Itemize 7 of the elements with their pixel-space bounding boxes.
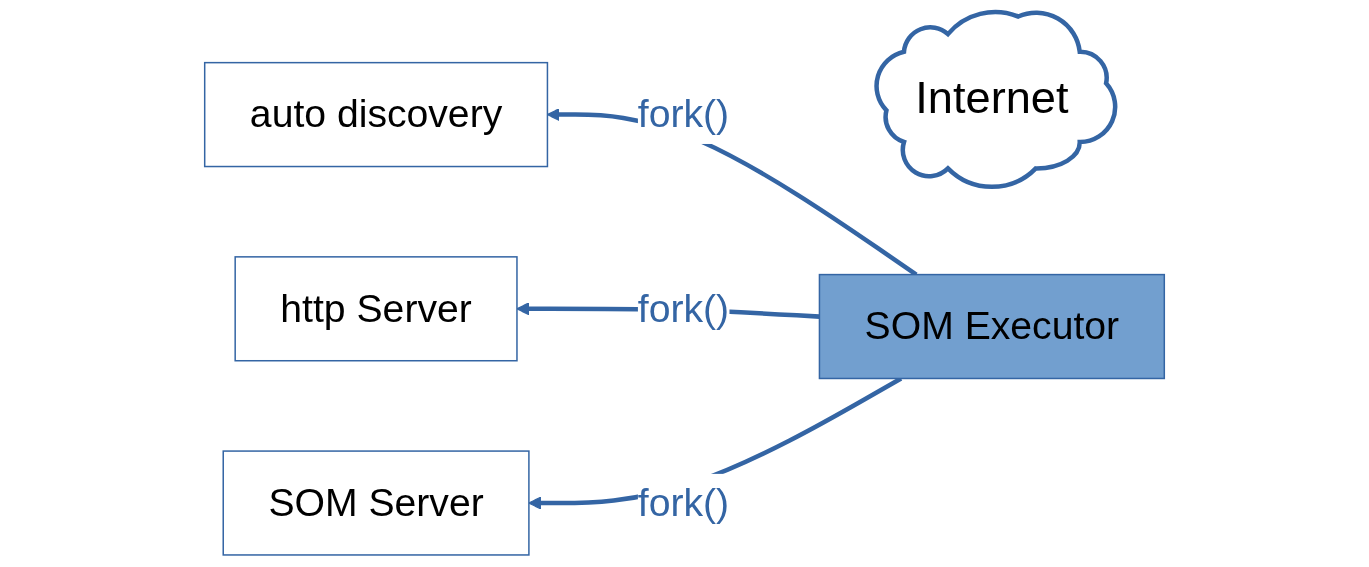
edge-label: fork()	[637, 285, 730, 331]
node-box: SOM Executor	[818, 273, 1166, 380]
node-box: SOM Server	[222, 450, 530, 556]
edge-label: fork()	[637, 91, 730, 137]
node-box: http Server	[234, 256, 518, 362]
edge-label: fork()	[637, 479, 730, 525]
node-box: auto discovery	[203, 61, 549, 168]
